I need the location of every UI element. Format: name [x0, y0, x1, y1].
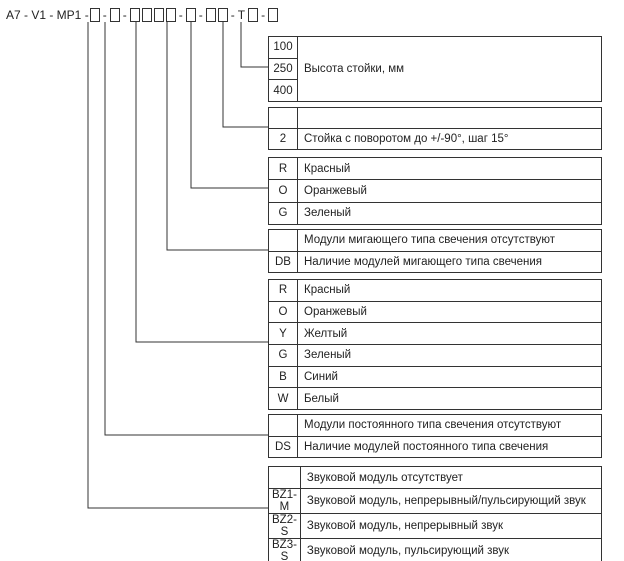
- option-description: Зеленый: [297, 201, 602, 225]
- code-prefix: A7 - V1 - MP1 -: [6, 8, 89, 22]
- connector-line: [135, 22, 268, 343]
- option-code: R: [268, 279, 298, 302]
- code-slot-box: [153, 8, 164, 22]
- option-description: Стойка с поворотом до +/-90°, шаг 15°: [297, 128, 602, 150]
- option-code: 100: [268, 36, 298, 59]
- option-code: 250: [268, 57, 298, 81]
- code-slot-box: [165, 8, 176, 22]
- code-separator: -: [261, 8, 266, 22]
- table-row: [268, 107, 602, 129]
- code-separator: -: [178, 8, 183, 22]
- option-code: DB: [268, 250, 298, 273]
- option-code: [268, 229, 298, 252]
- option-description: Звуковой модуль, непрерывный звук: [299, 513, 603, 540]
- code-slot-box: [205, 8, 216, 22]
- option-description: Оранжевый: [297, 300, 602, 324]
- option-description: Зеленый: [297, 344, 602, 367]
- code-slot-box: [268, 8, 279, 22]
- option-description: [297, 107, 602, 129]
- connector-line: [190, 22, 268, 189]
- order-code: A7 - V1 - MP1 - - - - - - T -: [6, 8, 279, 22]
- code-slot-box: [109, 8, 120, 22]
- connector-line: [104, 22, 268, 436]
- code-slot-box: [217, 8, 228, 22]
- code-slot-box: [141, 8, 152, 22]
- option-code: BZ3-S: [268, 538, 301, 561]
- option-code: BZ1-M: [268, 488, 301, 515]
- option-code: O: [268, 300, 298, 324]
- table-row: Звуковой модуль отсутствует: [268, 465, 603, 490]
- option-description: Звуковой модуль, пульсирующий звук: [299, 538, 603, 561]
- option-description: Модули постоянного типа свечения отсутст…: [297, 414, 602, 437]
- option-description: Белый: [297, 387, 602, 411]
- option-description: Высота стойки, мм: [297, 35, 602, 103]
- option-description: Красный: [297, 279, 602, 302]
- option-description: Наличие модулей постоянного типа свечени…: [297, 435, 602, 458]
- option-description: Оранжевый: [297, 179, 602, 203]
- table-row: 250: [268, 57, 602, 81]
- connector-line: [240, 22, 268, 68]
- code-slot-box: [185, 8, 196, 22]
- option-code: W: [268, 387, 298, 411]
- option-code: 2: [268, 128, 298, 150]
- option-description: Синий: [297, 365, 602, 389]
- table-row: Модули постоянного типа свечения отсутст…: [268, 414, 602, 437]
- option-code: DS: [268, 435, 298, 458]
- option-description: Наличие модулей мигающего типа свечения: [297, 250, 602, 273]
- table-steady-modules: Модули постоянного типа свечения отсутст…: [268, 414, 602, 458]
- code-slot-box: [248, 8, 259, 22]
- option-code: B: [268, 365, 298, 389]
- option-code: [268, 414, 298, 437]
- option-description: Модули мигающего типа свечения отсутству…: [297, 229, 602, 252]
- connector-line: [166, 22, 268, 251]
- option-description: Звуковой модуль, непрерывный/пульсирующи…: [299, 488, 603, 515]
- connector-line: [87, 22, 268, 509]
- option-code: G: [268, 344, 298, 367]
- table-row: 400: [268, 79, 602, 103]
- option-code: Y: [268, 322, 298, 346]
- code-slot-box: [89, 8, 100, 22]
- table-blink-modules: Модули мигающего типа свечения отсутству…: [268, 229, 602, 273]
- option-code: BZ2-S: [268, 513, 301, 540]
- option-description: Желтый: [297, 322, 602, 346]
- option-code: O: [268, 179, 298, 203]
- table-row: Модули мигающего типа свечения отсутству…: [268, 229, 602, 252]
- code-separator: -: [102, 8, 107, 22]
- option-code: [268, 465, 301, 490]
- code-separator: -: [122, 8, 127, 22]
- option-description: Красный: [297, 156, 602, 181]
- option-code: G: [268, 201, 298, 225]
- connector-line: [222, 22, 268, 128]
- code-slot-box: [129, 8, 140, 22]
- option-code: [268, 107, 298, 129]
- option-description: Звуковой модуль отсутствует: [299, 465, 603, 490]
- option-code: 400: [268, 79, 298, 103]
- code-separator: -: [198, 8, 203, 22]
- code-separator: - T: [230, 8, 246, 22]
- option-code: R: [268, 156, 298, 181]
